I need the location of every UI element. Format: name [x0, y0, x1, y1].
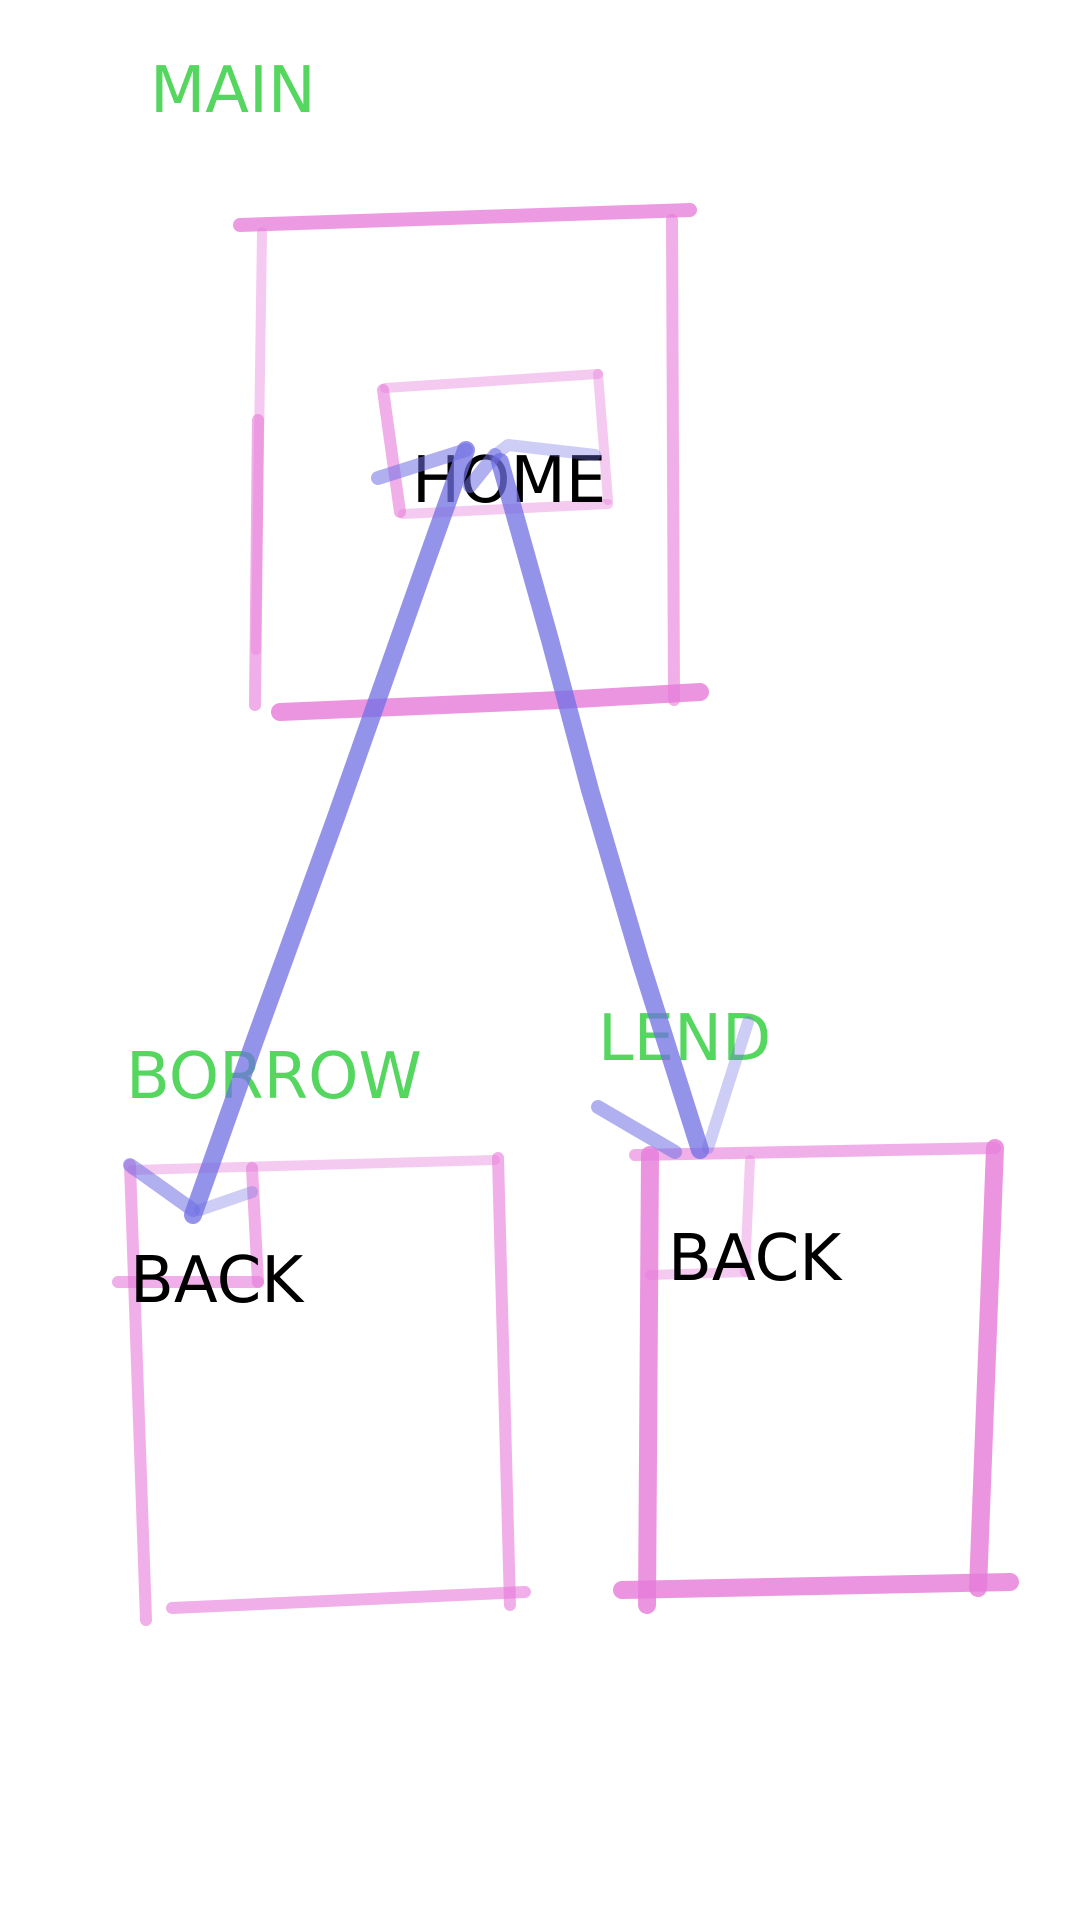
lend-screen-right-edge	[969, 1139, 1004, 1597]
borrow-screen: BORROW	[124, 1040, 531, 1626]
main-screen-right-edge	[666, 214, 680, 706]
borrow-screen-left-edge	[124, 1159, 152, 1626]
arrow-home-to-borrow-shaft	[184, 441, 475, 1224]
borrow-back-button-label: BACK	[130, 1244, 305, 1318]
main-screen-label: MAIN	[150, 54, 316, 128]
borrow-back-button[interactable]: BACK	[112, 1162, 305, 1318]
arrow-home-to-borrow-tail	[371, 443, 473, 485]
arrow-home-to-lend-shaft	[491, 453, 709, 1159]
lend-screen-bottom-edge	[613, 1573, 1019, 1599]
arrow-home-to-borrow-head-right	[194, 1186, 258, 1216]
lend-screen-top-edge	[629, 1142, 1001, 1161]
arrow-home-to-borrow	[123, 441, 475, 1224]
home-button-right-edge	[593, 369, 613, 505]
arrow-home-to-lend-tail-b	[489, 439, 601, 461]
arrow-home-to-lend-head-left	[591, 1100, 682, 1159]
borrow-screen-label: BORROW	[126, 1040, 422, 1114]
lend-back-button[interactable]: BACK	[645, 1155, 843, 1296]
arrow-home-to-lend	[463, 439, 754, 1159]
main-screen-left-edge-2	[249, 414, 264, 711]
arrow-home-to-lend-tail-a	[463, 448, 502, 493]
lend-back-button-bottom-edge	[645, 1267, 753, 1280]
borrow-screen-bottom-edge	[166, 1586, 531, 1614]
main-screen-bottom-edge	[271, 683, 709, 721]
home-button[interactable]: HOME	[377, 369, 613, 519]
lend-screen-label: LEND	[598, 1002, 771, 1076]
arrow-home-to-lend-head-right	[702, 1016, 754, 1154]
home-button-top-edge	[380, 369, 603, 393]
main-screen: MAIN	[150, 54, 709, 721]
borrow-screen-top-edge	[127, 1155, 500, 1175]
home-button-left-edge	[377, 384, 406, 518]
borrow-screen-right-edge	[492, 1152, 516, 1611]
lend-back-button-right-edge	[740, 1155, 755, 1277]
lend-screen: LEND	[598, 1002, 1019, 1614]
arrow-home-to-borrow-head-left	[123, 1158, 200, 1217]
borrow-back-button-right-edge	[246, 1162, 264, 1288]
lend-screen-left-edge	[638, 1146, 659, 1614]
lend-back-button-label: BACK	[668, 1222, 843, 1296]
main-screen-top-edge	[233, 203, 697, 232]
